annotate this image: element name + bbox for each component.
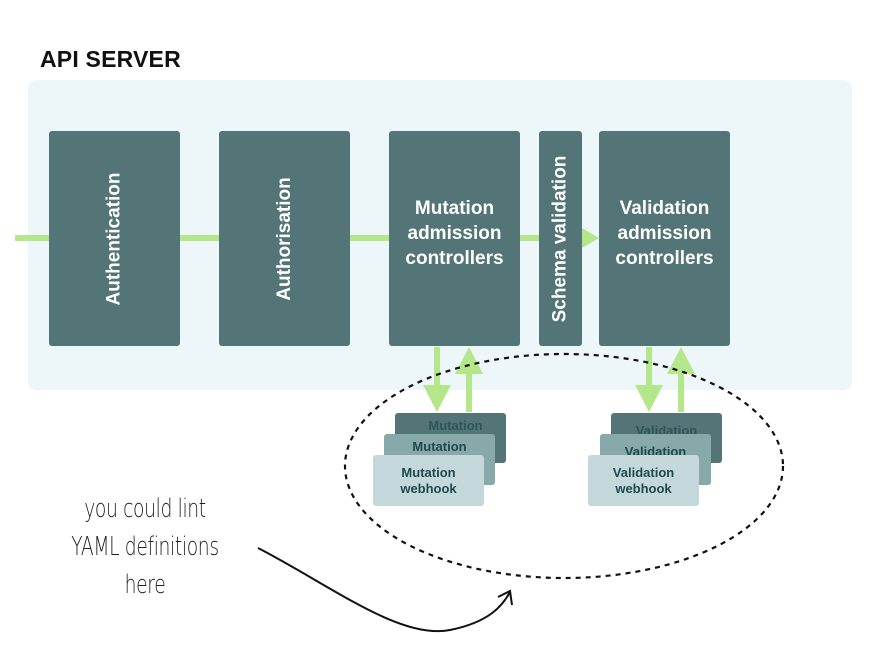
arrow-down-mutation-shaft (434, 347, 440, 389)
authorisation-label: Authorisation (273, 176, 295, 301)
authentication-stage: Authentication (49, 131, 180, 346)
annotation-line3: here (124, 570, 166, 600)
arrow-up-mutation-head (455, 347, 483, 374)
flow-line-entry (15, 235, 49, 241)
flow-line-auth-to-authz (180, 235, 219, 241)
flow-line-authz-to-mutation (350, 235, 389, 241)
mutation-admission-stage: Mutation admission controllers (389, 131, 520, 346)
validation-label-line3: controllers (615, 248, 714, 269)
arrow-head-schema-to-validation (582, 228, 599, 248)
mutation-webhook-front: Mutation webhook (373, 455, 484, 506)
validation-label-line2: admission (617, 223, 712, 244)
mutation-label-line3: controllers (405, 248, 504, 269)
mutation-webhook-front-line2: webhook (400, 481, 457, 496)
arrow-up-mutation-shaft (466, 370, 472, 412)
annotation-note: you could lint YAML definitions here (55, 490, 235, 604)
mutation-label-line2: admission (407, 223, 502, 244)
flow-line-mutation-to-schema (520, 235, 539, 241)
schema-validation-stage: Schema validation (539, 131, 582, 346)
validation-label-line1: Validation (619, 198, 710, 219)
mutation-webhook-back-label: Mutation (428, 418, 483, 433)
authorisation-stage: Authorisation (219, 131, 350, 346)
validation-admission-stage: Validation admission controllers (599, 131, 730, 346)
mutation-webhook-front-line1: Mutation (401, 465, 456, 480)
validation-webhook-front: Validation webhook (588, 455, 699, 506)
annotation-line2: YAML definitions (71, 532, 219, 562)
api-server-title: API SERVER (40, 46, 181, 72)
arrow-down-mutation-head (423, 385, 451, 412)
annotation-line1: you could lint (84, 494, 206, 524)
mutation-label-line1: Mutation (414, 198, 495, 219)
arrow-down-validation-shaft (646, 347, 652, 389)
arrow-up-validation-shaft (678, 370, 684, 412)
schema-validation-label: Schema validation (549, 155, 571, 322)
arrow-up-validation-head (667, 347, 695, 374)
mutation-webhook-middle-label: Mutation (412, 439, 467, 454)
authentication-label: Authentication (103, 172, 125, 305)
arrow-down-validation-head (635, 385, 663, 412)
validation-webhook-front-line1: Validation (612, 465, 675, 480)
validation-webhook-front-line2: webhook (615, 481, 672, 496)
